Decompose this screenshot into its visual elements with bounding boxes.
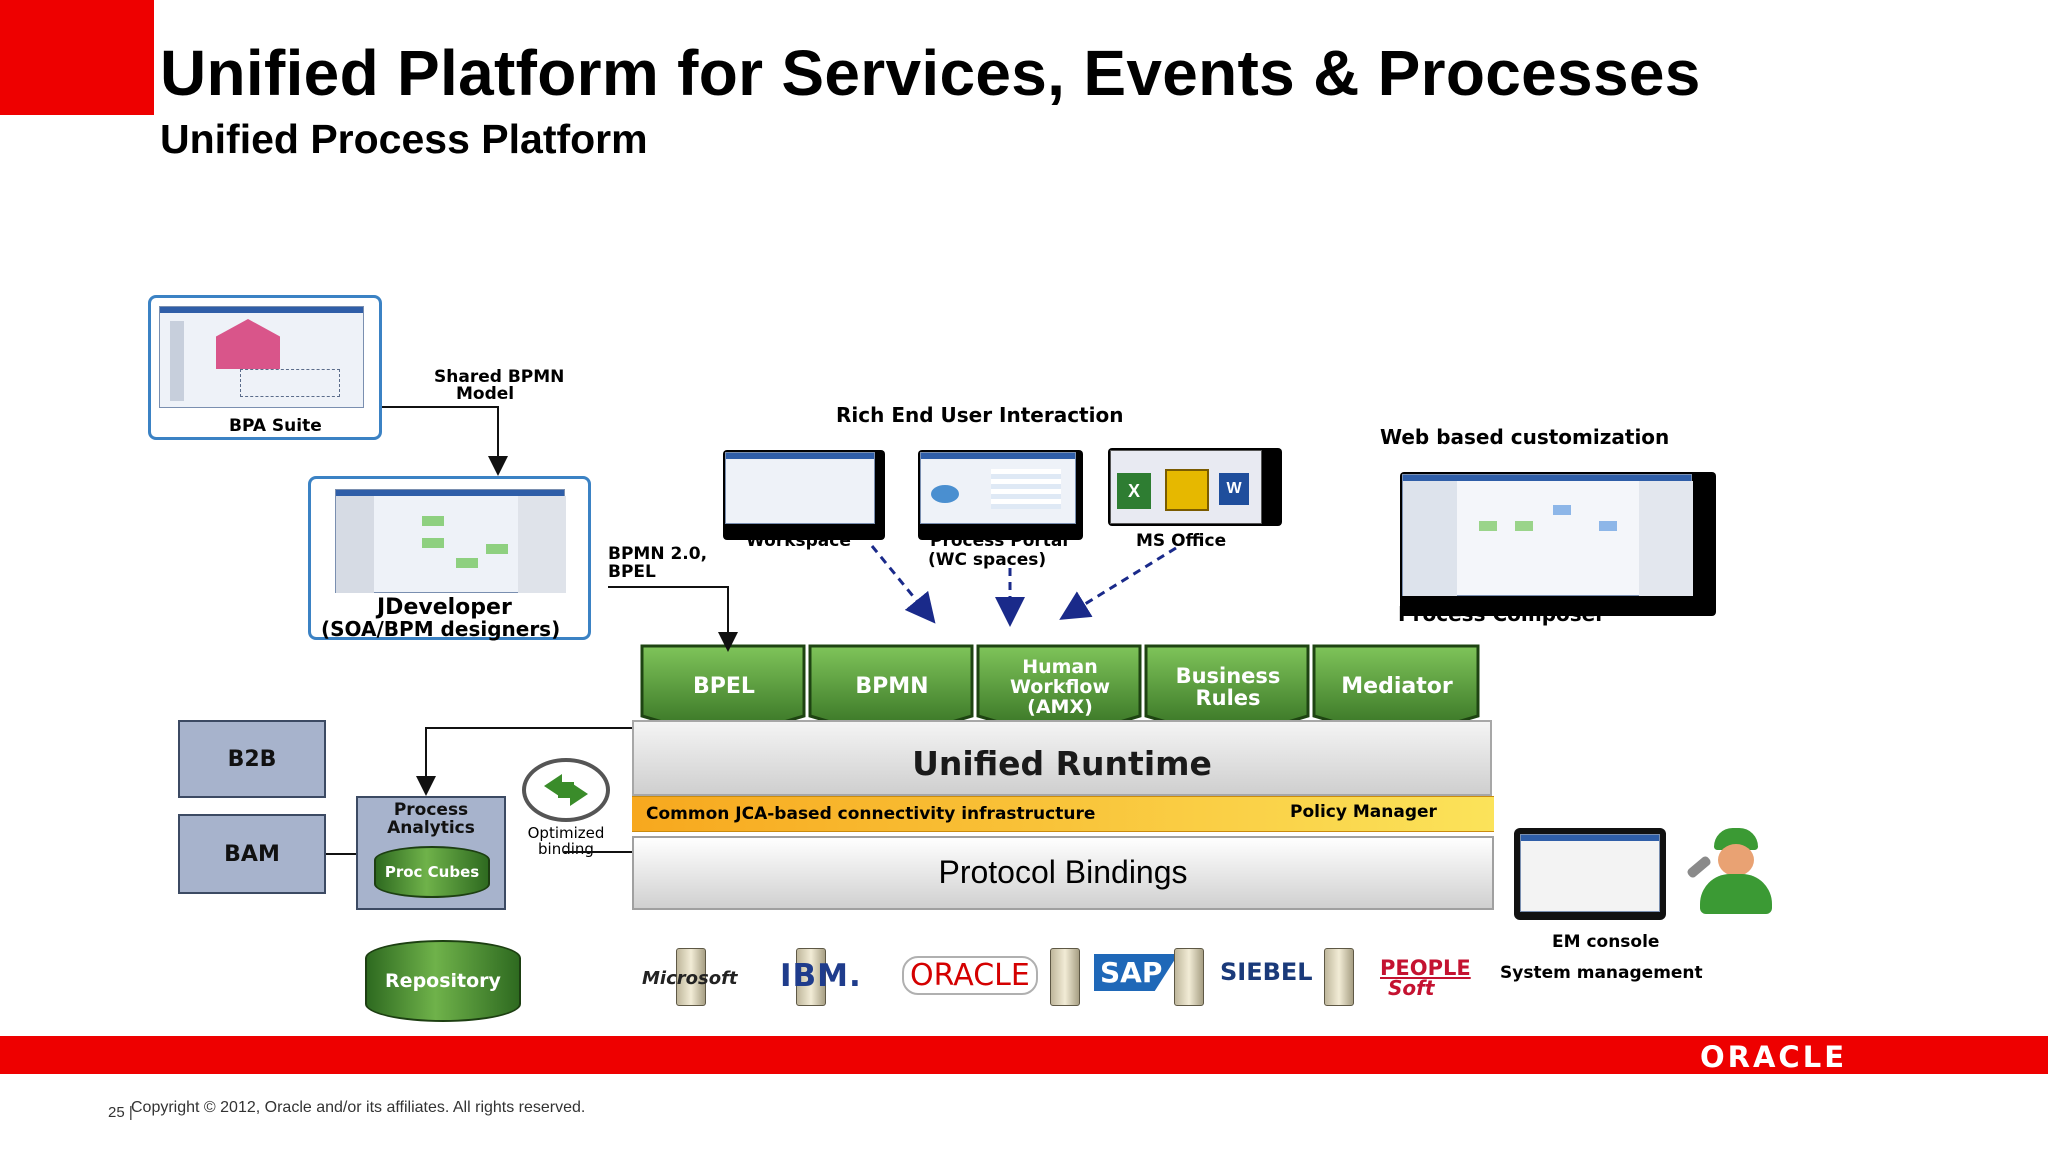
microsoft-logo: Microsoft [642,968,738,989]
optimized-binding-label-line2: binding [538,840,594,858]
jdeveloper-screenshot [335,489,566,593]
repository-cylinder: Repository [365,940,521,1022]
footer-red-bar [0,1036,2048,1074]
peoplesoft-server-icon [1324,948,1354,1006]
engine-business-rules-line2: Rules [1195,686,1261,710]
slide-title: Unified Platform for Services, Events & … [160,37,1701,109]
system-admin-person-icon [1685,828,1786,914]
process-composer-thumbnail [1400,472,1716,616]
ibm-server-icon [796,948,826,1006]
jdeveloper-box: JDeveloper (SOA/BPM designers) [308,476,591,641]
engine-human-workflow-line1: Human [1022,656,1098,678]
word-icon: W [1219,473,1249,505]
engine-human-workflow-line3: (AMX) [1027,696,1093,718]
engine-human-workflow-line2: Workflow [1009,676,1111,698]
rich-end-user-title: Rich End User Interaction [836,403,1124,427]
bpmn-bpel-label-line1: BPMN 2.0, [608,544,708,564]
policy-manager-label: Policy Manager [1290,802,1437,822]
copyright-notice: Copyright © 2012, Oracle and/or its affi… [131,1099,586,1116]
ms-office-label: MS Office [1136,531,1227,551]
optimized-binding-label-line1: Optimized [527,824,605,842]
bpa-to-jdeveloper-arrow [382,406,508,476]
workspace-thumbnail [723,450,885,540]
em-console-monitor [1514,828,1666,920]
web-customization-title: Web based customization [1380,425,1670,449]
engine-bpmn-label: BPMN [855,674,929,699]
unified-runtime-label: Unified Runtime [912,744,1212,783]
process-portal-thumbnail [918,450,1083,540]
jdeveloper-label-line2: (SOA/BPM designers) [321,617,561,641]
bpmn-bpel-label-line2: BPEL [608,562,656,582]
oracle-footer-logo: ORACLE [1700,1040,1847,1074]
process-portal-label-line1: Process Portal [930,531,1069,551]
proc-cubes-cylinder: Proc Cubes [374,846,490,898]
process-composer-label: Process Composer [1398,602,1606,626]
page-number: 25 | [108,1104,133,1121]
protocol-bindings-band [632,836,1494,910]
bpa-suite-box: BPA Suite [148,295,382,440]
sap-logo: SAP [1094,954,1179,991]
red-corner-block [0,0,154,115]
workspace-label: Workspace [746,531,851,551]
repository-label: Repository [385,970,501,992]
siebel-server-icon [1174,948,1204,1006]
process-analytics-label-line1: Process [393,800,469,820]
siebel-logo: SIEBEL [1220,958,1313,986]
ms-office-dashed-arrow [1059,546,1177,620]
engine-business-rules-line1: Business [1175,664,1281,688]
shared-bpmn-label-line1: Shared BPMN [434,367,565,387]
ms-office-thumbnail: X W [1108,448,1282,526]
protocol-bindings-label: Protocol Bindings [938,854,1188,890]
system-management-label: System management [1500,963,1703,983]
peoplesoft-logo-line1: PEOPLE [1380,956,1471,980]
bam-box: BAM [178,814,326,894]
jca-connectivity-label: Common JCA-based connectivity infrastruc… [646,804,1096,824]
sap-server-icon [1050,948,1080,1006]
bpa-suite-label: BPA Suite [229,416,322,436]
process-analytics-label-line2: Analytics [387,818,475,838]
engine-chevrons [640,644,1480,742]
jca-connectivity-band [632,796,1494,832]
engine-mediator-label: Mediator [1341,674,1453,699]
workspace-dashed-arrow [870,545,936,624]
unified-runtime-band [632,720,1492,796]
process-portal-label-line2: (WC spaces) [928,550,1047,570]
em-console-label: EM console [1552,932,1660,952]
outlook-icon [1165,469,1209,511]
optimized-binding-icon [522,758,610,822]
jdeveloper-to-runtime-arrow [608,586,738,652]
wrench-icon [1685,854,1713,880]
excel-icon: X [1117,473,1151,509]
engine-bpel-label: BPEL [693,674,755,699]
b2b-box: B2B [178,720,326,798]
microsoft-server-icon [676,948,706,1006]
proc-cubes-label: Proc Cubes [384,863,480,881]
shared-bpmn-label-line2: Model [456,384,515,404]
bpa-suite-screenshot [159,306,364,408]
jdeveloper-label-line1: JDeveloper [377,595,512,620]
ibm-logo: IBM. [780,958,862,994]
slide-subtitle: Unified Process Platform [160,116,648,162]
oracle-vendor-logo: ORACLE [902,956,1038,995]
peoplesoft-logo-line2: Soft [1388,976,1435,1000]
